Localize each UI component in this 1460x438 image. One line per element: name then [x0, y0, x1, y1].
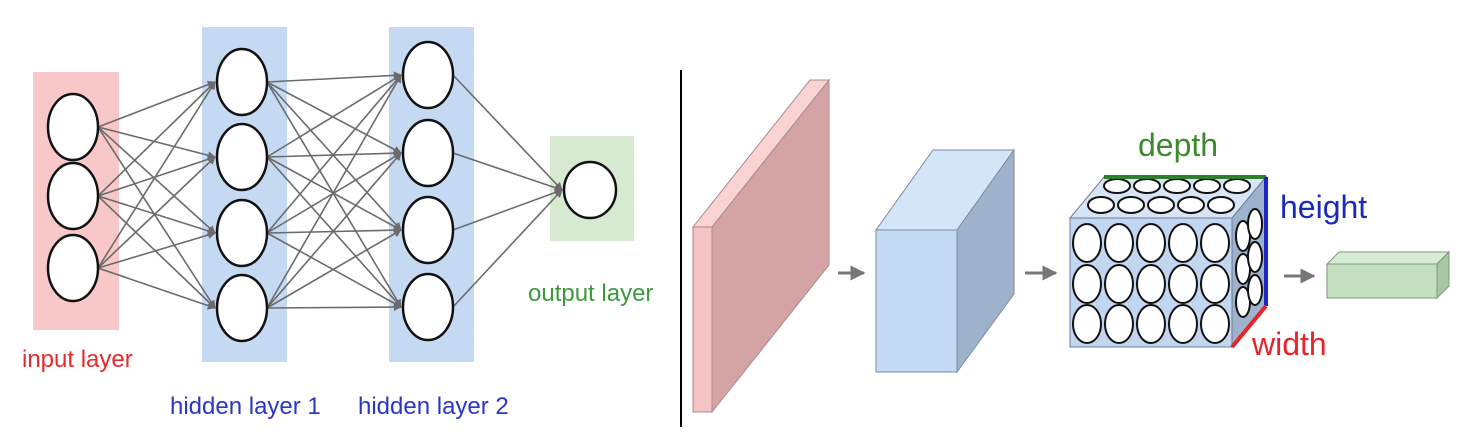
connection-edge: [97, 195, 216, 309]
width-label: width: [1251, 326, 1327, 362]
neuron: [46, 233, 100, 303]
connection-edge: [97, 156, 216, 269]
neuron: [215, 47, 269, 117]
connection-edge: [97, 126, 216, 309]
width-edge: [1230, 304, 1268, 349]
connection-edge: [97, 126, 216, 234]
volume-neuron: [1117, 196, 1145, 214]
neurons: [46, 40, 618, 343]
volume-neuron: [1247, 208, 1263, 240]
input-volume-front: [692, 226, 713, 413]
connection-edge: [97, 195, 216, 235]
height-label: height: [1280, 189, 1367, 225]
input-volume-side: [711, 78, 830, 414]
connection-edge: [452, 152, 563, 192]
hidden-volume: [875, 148, 1015, 374]
neuron: [215, 273, 269, 343]
connection-edge: [97, 231, 216, 269]
hidden-volume-front: [875, 229, 958, 373]
output-volume: [1325, 250, 1451, 300]
volume-neuron: [1104, 304, 1134, 344]
volume-neuron: [1200, 223, 1230, 263]
connection-edge: [97, 267, 216, 310]
volume-neuron: [1072, 223, 1102, 263]
volume-neuron: [1168, 304, 1198, 344]
connection-edge: [97, 81, 216, 197]
hidden-layer-2-label: hidden layer 2: [358, 393, 509, 420]
volume-neuron: [1223, 178, 1251, 194]
volume-neurons: [1072, 178, 1263, 344]
volume-neuron: [1072, 264, 1102, 304]
volume-neuron: [1207, 196, 1235, 214]
volume-neuron: [1168, 264, 1198, 304]
connection-edge: [266, 71, 402, 83]
volume-neuron: [1200, 304, 1230, 344]
neuron: [215, 122, 269, 192]
volume-neuron: [1104, 223, 1134, 263]
volume-neuron: [1072, 304, 1102, 344]
output-volume-front: [1326, 263, 1438, 299]
connection-edge: [452, 188, 563, 231]
volume-neuron: [1136, 304, 1166, 344]
volume-neuron: [1193, 178, 1221, 194]
connection-edge: [266, 303, 402, 312]
connection-edge: [266, 81, 402, 308]
connection-edge: [452, 189, 563, 308]
neuron: [46, 92, 100, 162]
volume-neuron: [1247, 241, 1263, 273]
connection-edge: [97, 126, 216, 160]
hidden-layer-1-label: hidden layer 1: [170, 393, 321, 420]
volume-neuron: [1104, 264, 1134, 304]
volume-neuron: [1147, 196, 1175, 214]
neuron: [562, 160, 618, 220]
volume-neuron: [1103, 178, 1131, 194]
connection-edge: [97, 81, 216, 269]
neuron: [46, 161, 100, 231]
neuron: [215, 198, 269, 268]
volume-neuron: [1163, 178, 1191, 194]
volume-neuron: [1087, 196, 1115, 214]
connection-edge: [266, 81, 402, 154]
volume-neuron: [1136, 264, 1166, 304]
input-layer-label: input layer: [22, 346, 133, 373]
neuron: [401, 195, 455, 265]
connection-edge: [266, 81, 402, 231]
connection-edge: [266, 74, 402, 234]
connection-edge: [266, 152, 402, 309]
output-layer-label: output layer: [528, 280, 653, 307]
connection-edge: [97, 80, 216, 128]
neuron-volume: [1068, 175, 1268, 349]
convnet-diagram: depth height width: [691, 78, 1451, 414]
volume-neuron: [1136, 223, 1166, 263]
connection-edges: [97, 71, 563, 312]
connection-edge: [266, 229, 402, 309]
input-volume: [691, 78, 831, 414]
neuron: [401, 40, 455, 110]
connection-edge: [266, 232, 402, 308]
connection-edge: [266, 74, 402, 309]
output-volume-top: [1325, 251, 1451, 265]
neural-network-diagram: input layer hidden layer 1 hidden layer …: [22, 27, 653, 420]
volume-neuron: [1200, 264, 1230, 304]
volume-neuron: [1247, 274, 1263, 306]
neuron: [401, 272, 455, 342]
volume-neuron: [1133, 178, 1161, 194]
volume-neuron: [1168, 223, 1198, 263]
connection-edge: [266, 74, 402, 158]
depth-label: depth: [1138, 127, 1218, 163]
volume-neuron: [1177, 196, 1205, 214]
connection-edge: [452, 74, 563, 191]
neuron: [401, 118, 455, 188]
